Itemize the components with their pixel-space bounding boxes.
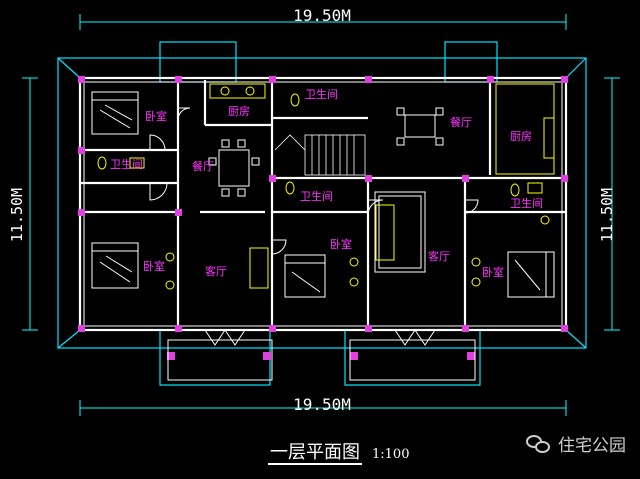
room-label: 卧室 [145,109,167,123]
room-label: 客厅 [428,249,450,263]
dimension-lines [22,14,620,416]
dim-bottom: 19.50M [293,395,351,414]
room-label: 卧室 [330,237,352,251]
room-label: 餐厅 [450,115,472,129]
watermark: 住宅公园 [526,431,626,456]
fixtures [97,83,555,290]
room-label: 厨房 [228,105,250,118]
dim-left: 11.50M [8,188,26,242]
columns [78,76,568,360]
beds [91,91,555,298]
room-label: 客厅 [205,264,227,278]
room-label: 餐厅 [192,159,214,173]
doors [149,107,479,346]
room-label: 卫生间 [510,196,543,210]
walls [78,76,568,332]
room-label: 厨房 [510,130,532,143]
room-labels: 卧室 卫生间 厨房 卫生间 餐厅 卫生间 卧室 客厅 卧室 餐厅 客厅 厨房 卫… [110,87,543,279]
furniture [208,107,444,289]
dim-right: 11.50M [598,188,616,242]
room-label: 卫生间 [110,157,143,171]
balconies [167,339,476,381]
staircase [274,134,366,176]
room-label: 卧室 [143,259,165,273]
watermark-text: 住宅公园 [558,436,626,456]
plan-title: 一层平面图 [270,442,360,463]
plan-scale: 1:100 [372,447,409,462]
wechat-icon [526,433,552,455]
room-label: 卫生间 [300,189,333,203]
room-label: 卧室 [482,265,504,279]
dim-top: 19.50M [293,6,351,25]
room-label: 卫生间 [305,87,338,101]
